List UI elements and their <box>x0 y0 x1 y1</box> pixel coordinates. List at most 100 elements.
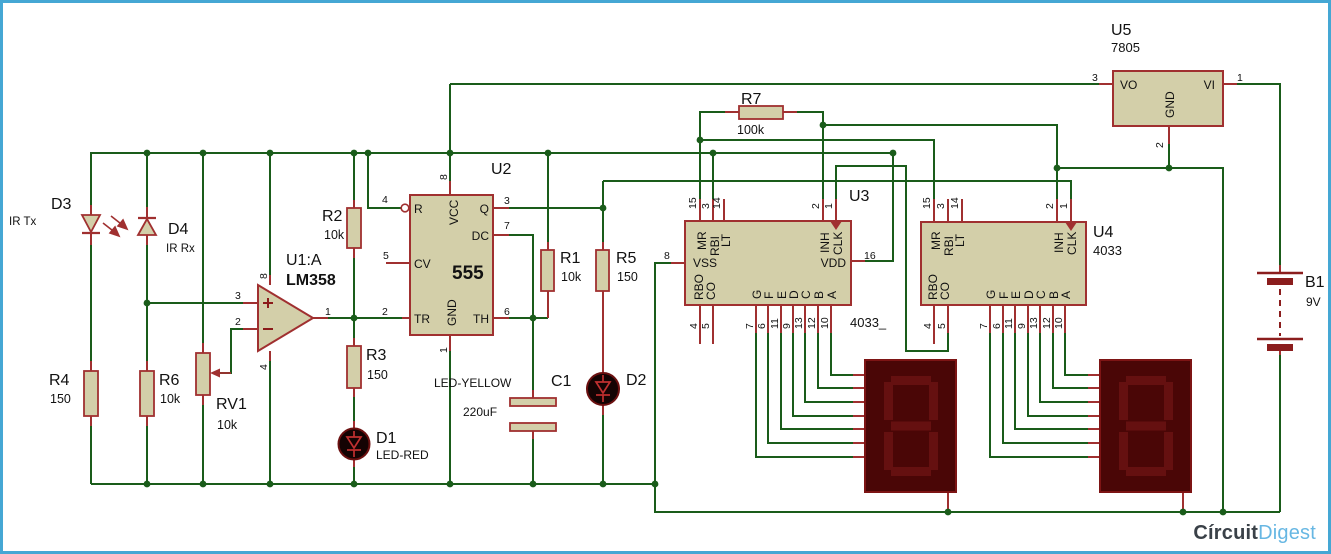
u3-pin5-number: 5 <box>700 323 712 329</box>
u3-pin11-number: 11 <box>769 318 781 329</box>
u4-seg-b-label: B <box>1047 291 1061 299</box>
logo-part-circuit: Círcuit <box>1193 522 1259 544</box>
ir-emission-arrows-icon-part <box>108 225 121 238</box>
ic-u2-555 <box>400 194 494 336</box>
resistor-r2 <box>346 207 362 249</box>
led-d2-yellow <box>586 372 620 406</box>
seven-segment-digit-part <box>1126 467 1166 476</box>
junction-dots-part <box>446 149 454 157</box>
opamp-pin1-number: 1 <box>325 306 331 318</box>
opamp-pin4-number: 4 <box>258 364 270 370</box>
junction-dots-part <box>1179 508 1187 516</box>
u4-seg-c-label: C <box>1034 290 1048 299</box>
seven-segment-digit-part <box>891 421 931 431</box>
junction-dots-part <box>651 480 659 488</box>
u4-pin-rbo-label: RBO <box>926 274 940 300</box>
junction-dots-part <box>529 314 537 322</box>
b1-ref: B1 <box>1305 274 1325 291</box>
u3-clock-arrow-icon <box>830 221 842 230</box>
led-d1-red <box>337 427 371 461</box>
junction-dots-part <box>350 314 358 322</box>
junction-dots-part <box>599 204 607 212</box>
u2-pin5-number: 5 <box>383 250 389 262</box>
seven-segment-digit-part <box>891 467 931 476</box>
rv1-value: 10k <box>217 418 238 432</box>
d1-ref: D1 <box>376 430 397 447</box>
u4-pin12-number: 12 <box>1041 317 1053 329</box>
junction-dots-part <box>143 480 151 488</box>
u3-pin-co-label: CO <box>704 282 718 300</box>
u5-pin1-number: 1 <box>1237 72 1243 84</box>
u4-pin4-number: 4 <box>922 323 934 329</box>
junction-dots-part <box>199 480 207 488</box>
junction-dots-part <box>544 149 552 157</box>
junction-dots-part <box>199 149 207 157</box>
opamp-u1a <box>257 283 315 353</box>
u2-pin2-number: 2 <box>382 306 388 318</box>
u3-pin9-number: 9 <box>781 323 793 329</box>
u4-pin-rbi-label: RBI <box>942 236 956 256</box>
u4-pin10-number: 10 <box>1053 317 1065 329</box>
battery-b1 <box>1257 271 1303 351</box>
u3-pin12-number: 12 <box>806 317 818 329</box>
u4-clock-arrow-icon <box>1065 222 1077 231</box>
r5-value: 150 <box>617 270 638 284</box>
ir-emission-arrows-icon <box>102 215 129 238</box>
opamp-part: LM358 <box>286 272 336 289</box>
seven-segment-digit-part <box>1164 432 1173 470</box>
leads-layer <box>90 83 1281 512</box>
u4-pin15-number: 15 <box>921 197 933 209</box>
r1-value: 10k <box>561 270 582 284</box>
u4-seg-g-label: G <box>984 290 998 299</box>
logo-part-digest: Digest <box>1258 522 1316 544</box>
resistor-r7 <box>738 105 784 120</box>
u4-pin14-number: 14 <box>949 197 961 209</box>
u2-pin8-number: 8 <box>438 174 450 180</box>
u5-pin3-number: 3 <box>1092 72 1098 84</box>
junction-dots-part <box>889 149 897 157</box>
battery-b1-part <box>1267 344 1293 351</box>
junction-dots-part <box>1053 164 1061 172</box>
u4-ref: U4 <box>1093 224 1114 241</box>
junction-dots-part <box>143 299 151 307</box>
d3-ref: D3 <box>51 196 72 213</box>
c1-value: 220uF <box>463 405 497 419</box>
u2-pin6-number: 6 <box>504 306 510 318</box>
r5-ref: R5 <box>616 250 637 267</box>
junction-dots-part <box>266 149 274 157</box>
u3-ref: U3 <box>849 188 870 205</box>
junction-dots-part <box>350 149 358 157</box>
seven-segment-digit-part <box>884 382 893 420</box>
u3-pin-rbo-label: RBO <box>692 274 706 300</box>
seven-segment-digit-part <box>884 432 893 470</box>
u4-seg-a-label: A <box>1059 291 1073 299</box>
d4-type: IR Rx <box>166 243 195 255</box>
u3-seg-g-label: G <box>750 290 764 299</box>
r6-value: 10k <box>160 392 181 406</box>
capacitor-c1 <box>509 397 557 432</box>
u3-pin7-number: 7 <box>744 323 756 329</box>
junction-dots <box>143 121 1227 516</box>
u4-pin13-number: 13 <box>1028 317 1040 329</box>
u3-seg-f-label: F <box>762 292 776 299</box>
u4-pin11-number: 11 <box>1003 318 1015 329</box>
d2-ref: D2 <box>626 372 647 389</box>
component-lead-segments <box>90 83 1281 512</box>
u4-pin-clk-label: CLK <box>1065 232 1079 255</box>
u5-ref: U5 <box>1111 22 1132 39</box>
u2-pin-cv-label: CV <box>414 257 431 271</box>
ic-u2-555-part <box>409 194 494 336</box>
opamp-pin2-number: 2 <box>235 316 241 328</box>
u3-pin-vdd-label: VDD <box>821 256 847 270</box>
u3-pin-inh-label: INH <box>818 232 832 253</box>
circuitdigest-logo: CírcuitDigest <box>1193 522 1316 545</box>
u3-pin10-number: 10 <box>819 317 831 329</box>
potentiometer-rv1-part <box>195 352 211 396</box>
b1-value: 9V <box>1306 295 1321 309</box>
u3-pin16-number: 16 <box>864 250 876 262</box>
u2-ref: U2 <box>491 161 512 178</box>
capacitor-c1-part <box>509 397 557 407</box>
seven-segment-digit-part <box>1119 382 1128 420</box>
